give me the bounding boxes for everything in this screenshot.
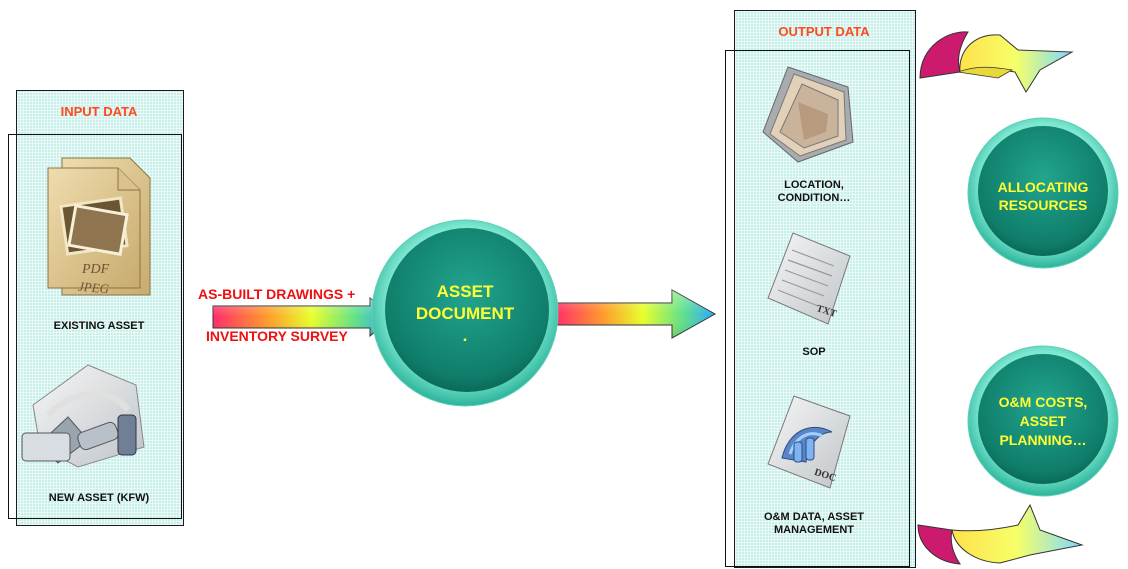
allocating-resources-line-1: ALLOCATING [997, 179, 1089, 195]
location-condition-label: LOCATION, CONDITION… [734, 179, 894, 205]
asset-document-line-3: . [462, 326, 468, 345]
pdf-jpeg-document-icon [42, 150, 162, 300]
asset-document-node [371, 219, 559, 407]
flow-label-as-built: AS-BUILT DRAWINGS + [198, 286, 356, 302]
output-panel-frame [725, 50, 910, 567]
allocating-resources-text: ALLOCATING RESOURCES [978, 178, 1108, 214]
om-data-label: O&M DATA, ASSET MANAGEMENT [734, 511, 894, 537]
input-panel-title: INPUT DATA [60, 104, 138, 119]
curved-arrow-bottom [917, 503, 1084, 565]
location-condition-line-2: CONDITION… [777, 192, 851, 204]
allocating-resources-line-2: RESOURCES [998, 197, 1088, 213]
input-flow-arrow [212, 296, 393, 338]
txt-document-icon [758, 228, 858, 328]
om-costs-line-3: PLANNING… [999, 432, 1087, 448]
input-panel [16, 90, 184, 526]
location-condition-line-1: LOCATION, [784, 179, 844, 191]
asset-document-line-1: ASSET [436, 282, 494, 301]
om-data-line-1: O&M DATA, ASSET [763, 511, 864, 523]
om-costs-line-2: ASSET [1019, 413, 1067, 429]
output-panel-title: OUTPUT DATA [778, 24, 870, 39]
new-asset-label: NEW ASSET (KFW) [48, 492, 150, 504]
allocating-resources-node [967, 117, 1119, 269]
om-costs-node [967, 345, 1119, 497]
flow-label-inventory: INVENTORY SURVEY [206, 328, 348, 344]
jpeg-icon-text: JPEG [77, 278, 110, 297]
curved-arrow-top [919, 31, 1074, 93]
existing-asset-label: EXISTING ASSET [53, 320, 145, 332]
om-costs-line-1: O&M COSTS, [998, 394, 1088, 410]
doc-document-icon [758, 392, 858, 492]
asset-document-text: ASSET DOCUMENT . [395, 281, 535, 347]
om-data-line-2: MANAGEMENT [773, 524, 855, 536]
output-flow-arrow [554, 289, 717, 339]
pdf-icon-text: PDF [82, 262, 110, 277]
om-costs-text: O&M COSTS, ASSET PLANNING… [978, 393, 1108, 450]
photo-stack-icon [758, 62, 858, 167]
sop-label: SOP [802, 346, 826, 358]
asset-document-line-2: DOCUMENT [415, 304, 515, 323]
input-panel-frame [8, 134, 182, 519]
usb-devices-icon [18, 355, 158, 475]
